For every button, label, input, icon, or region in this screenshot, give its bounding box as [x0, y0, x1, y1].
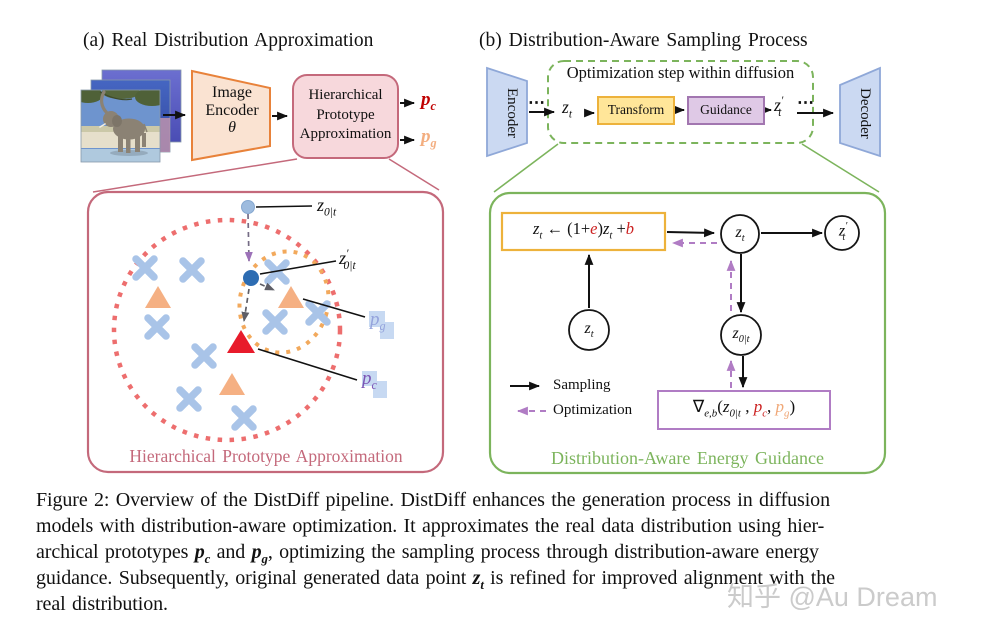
hpa-box-shape — [292, 74, 399, 159]
scatter-caption: Hierarchical Prototype Approximation — [129, 446, 403, 466]
coarse-cluster-ellipse — [111, 217, 343, 443]
encoder-label: Encoder — [504, 88, 520, 138]
dots-right: ⋯ — [797, 93, 814, 112]
optimization-dashed-arrows — [671, 238, 736, 388]
optimization-step-arrows — [241, 213, 275, 322]
pc-term: p — [753, 397, 763, 416]
optimization-step-box — [547, 60, 814, 144]
output-pg: pg — [421, 126, 437, 150]
node-zt-bottom-label: zt — [584, 320, 594, 341]
figure-caption-line3: archical prototypes pc and pg, optimizin… — [36, 541, 819, 566]
pc-scatter-label: pc — [362, 368, 377, 392]
transform-formula-box-shape — [500, 211, 667, 252]
figure-caption-line4: guidance. Subsequently, original generat… — [36, 567, 835, 592]
panel-b-title: (b) Distribution-Aware Sampling Process — [479, 30, 808, 51]
watermark: 知乎 @Au Dream — [727, 582, 938, 612]
callout-lines-a — [92, 158, 440, 193]
image-encoder-label: Image Encoder θ — [205, 84, 259, 136]
bias-term: b — [625, 219, 635, 238]
zt-prime-pipeline-label: z′t — [774, 95, 784, 119]
sampling-arrows — [584, 228, 824, 389]
generated-sample-x-markers — [132, 255, 331, 431]
decoder-shape — [839, 66, 881, 158]
transform-formula: zt ← (1+e)zt +b — [532, 219, 635, 242]
guidance-box-label: Guidance — [700, 102, 752, 117]
z0t-refined-label: z′0|t — [339, 248, 356, 272]
figure-caption-line5: real distribution. — [36, 593, 168, 615]
guidance-box-shape — [687, 96, 765, 125]
epsilon-term: e — [590, 219, 598, 238]
class-prototype-triangle — [227, 330, 255, 353]
elephant-photo — [81, 90, 160, 162]
pg-scatter-label: pg — [370, 309, 386, 333]
legend-optimization-label: Optimization — [553, 402, 633, 418]
panel-a-title: (a) Real Distribution Approximation — [83, 30, 374, 51]
image-stack — [80, 69, 182, 163]
caption-zt: zt — [472, 567, 484, 592]
z0t-label: z0|t — [317, 195, 337, 219]
output-pc: pc — [421, 89, 436, 113]
nabla-symbol: ∇ — [692, 397, 705, 416]
dots-left: ⋯ — [528, 93, 545, 112]
node-zt-top-label: zt — [735, 224, 745, 245]
zt-pipeline-label: zt — [562, 97, 572, 121]
caption-pg: pg — [251, 541, 268, 566]
image-encoder-shape — [191, 69, 271, 162]
caption-pc: pc — [194, 541, 211, 566]
energy-guidance-caption: Distribution-Aware Energy Guidance — [551, 448, 824, 468]
pg-term: p — [775, 397, 785, 416]
energy-function-label: ∇e,b(z0|t , pc, pg) — [692, 397, 796, 420]
graph-nodes — [568, 214, 860, 356]
transform-box-label: Transform — [607, 102, 665, 117]
theta-symbol: θ — [228, 119, 236, 136]
group-prototype-triangles — [145, 286, 304, 395]
legend-sampling-label: Sampling — [553, 377, 611, 393]
optimization-step-title: Optimization step within diffusion — [566, 63, 795, 82]
z0t-dot — [241, 200, 255, 214]
fine-cluster-ellipse — [237, 249, 331, 355]
node-zt-prime-label: z′t — [838, 221, 848, 243]
z0t-refined-dot — [243, 270, 259, 286]
node-z0t-label: z0|t — [732, 325, 750, 346]
transform-box-shape — [597, 96, 675, 125]
callout-lines-b — [493, 143, 880, 193]
encoder-shape — [486, 66, 528, 158]
scatter-callout-lines — [255, 205, 366, 381]
label-highlights — [362, 311, 394, 398]
energy-function-box-shape — [657, 390, 831, 430]
panel-a-flow-arrows — [163, 98, 416, 145]
pipeline-arrows — [529, 105, 835, 118]
figure-caption-line2: models with distribution-aware optimizat… — [36, 515, 825, 537]
decoder-label: Decoder — [857, 87, 873, 139]
hpa-box-label: Hierarchical Prototype Approximation — [299, 87, 392, 142]
figure-caption-line1: Figure 2: Overview of the DistDiff pipel… — [36, 489, 830, 511]
